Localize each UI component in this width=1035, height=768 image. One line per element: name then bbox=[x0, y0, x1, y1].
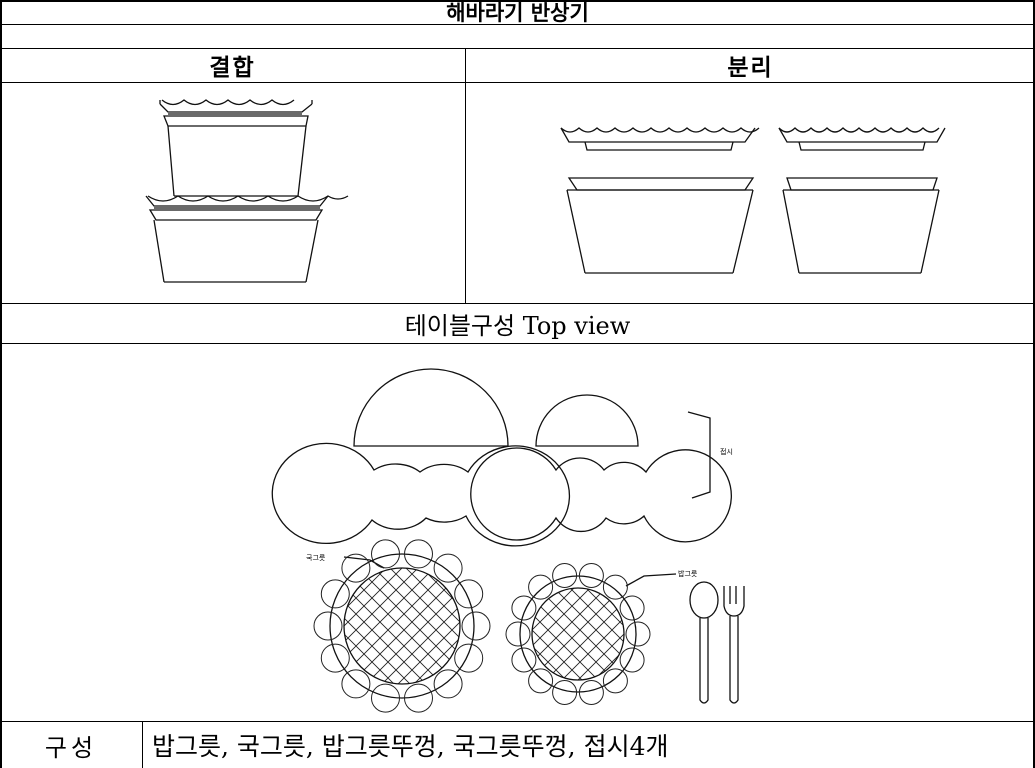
petal-outline bbox=[371, 539, 400, 569]
petal-outline bbox=[528, 668, 554, 694]
petal-outline bbox=[602, 574, 628, 600]
petal-outline bbox=[461, 611, 491, 641]
petal-outline bbox=[313, 611, 343, 641]
row-divider bbox=[0, 343, 1035, 344]
petal-outline bbox=[404, 683, 433, 713]
petal-outline bbox=[578, 680, 604, 705]
row-divider bbox=[0, 82, 1035, 83]
document-title: 해바라기 반상기 bbox=[446, 0, 589, 24]
petal-outline bbox=[320, 643, 350, 673]
column-divider bbox=[465, 48, 466, 303]
table-border-top bbox=[0, 0, 1035, 2]
section-title-top-view: 테이블구성 Top view bbox=[404, 311, 631, 340]
petal-outline bbox=[625, 621, 651, 647]
row-divider bbox=[0, 24, 1035, 25]
petal-outline bbox=[341, 553, 371, 583]
table-border-left bbox=[0, 0, 2, 768]
petal-outline bbox=[433, 669, 463, 699]
petal-outline bbox=[505, 621, 531, 647]
petal-outline bbox=[320, 579, 350, 609]
petal-outline bbox=[578, 563, 604, 588]
petal-outline bbox=[433, 553, 463, 583]
row-divider bbox=[0, 721, 1035, 722]
petal-outline bbox=[404, 539, 433, 569]
column-header-combined: 결합 bbox=[209, 54, 256, 81]
column-header-separated: 분리 bbox=[727, 54, 774, 81]
row-divider bbox=[0, 48, 1035, 49]
stacked-table-illustration bbox=[145, 99, 349, 283]
composition-label: 구성 bbox=[44, 733, 98, 762]
petal-outline bbox=[528, 574, 554, 600]
petal-outline bbox=[602, 668, 628, 694]
petal-outline bbox=[511, 647, 537, 673]
composition-value: 밥그릇, 국그릇, 밥그릇뚜껑, 국그릇뚜껑, 접시4개 bbox=[152, 732, 669, 761]
petal-outline bbox=[454, 643, 484, 673]
label-soup-bowl: 국그릇 bbox=[306, 554, 326, 562]
separated-pieces-illustration bbox=[560, 127, 946, 274]
petal-outline bbox=[552, 563, 578, 588]
petal-outline bbox=[619, 647, 645, 673]
petal-outline bbox=[511, 595, 537, 621]
top-view-illustration: 접시 국그릇 밥그릇 bbox=[271, 368, 745, 713]
label-rice-bowl: 밥그릇 bbox=[678, 569, 698, 578]
table-border-right bbox=[1033, 0, 1035, 768]
petal-outline bbox=[552, 680, 578, 705]
label-plates: 접시 bbox=[720, 448, 733, 456]
petal-outline bbox=[341, 669, 371, 699]
column-divider bbox=[142, 721, 143, 768]
petal-outline bbox=[619, 595, 645, 621]
petal-outline bbox=[371, 683, 400, 713]
row-divider bbox=[0, 303, 1035, 304]
petal-outline bbox=[454, 579, 484, 609]
